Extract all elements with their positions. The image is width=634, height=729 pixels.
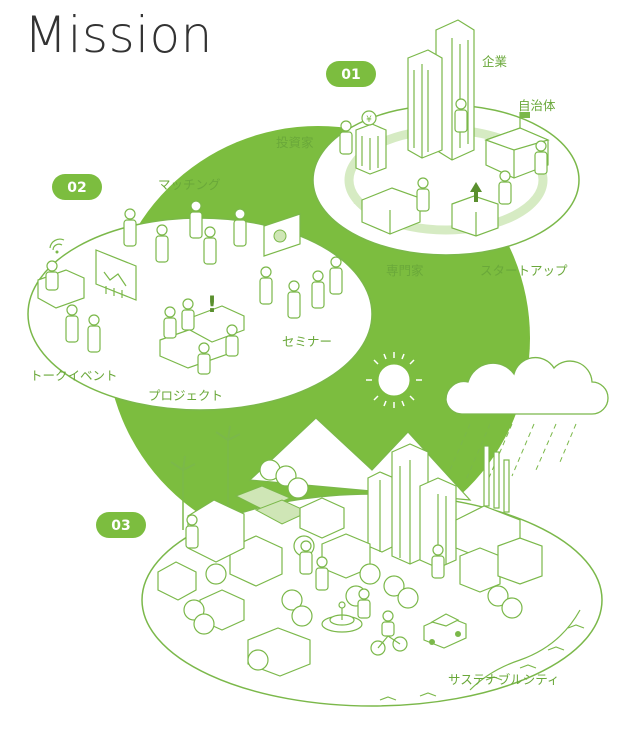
- bicycle-icon: [370, 610, 408, 656]
- label-kigyo: 企業: [482, 54, 508, 69]
- label-startup: スタートアップ: [480, 263, 568, 278]
- car-icon: [423, 613, 467, 649]
- label-jichitai: 自治体: [518, 98, 556, 113]
- wind-turbine-icon: [170, 425, 241, 530]
- office-tower-icon: [407, 19, 475, 161]
- sun-icon: [366, 352, 422, 408]
- skyscraper-icon: [367, 443, 457, 569]
- label-project: プロジェクト: [148, 388, 223, 403]
- startup-box-icon: [451, 182, 499, 237]
- badge-03-text: 03: [111, 518, 130, 534]
- up-arrow-icon: [470, 182, 482, 202]
- cloud-rain-icon: [445, 356, 609, 481]
- badge-01-text: 01: [341, 67, 360, 83]
- badge-01: [326, 61, 376, 87]
- badge-02: [52, 174, 102, 200]
- fountain-icon: [321, 601, 363, 633]
- yen-icon: ¥: [366, 115, 372, 125]
- page-title: Mission: [24, 6, 213, 64]
- label-matching: マッチング: [158, 177, 221, 192]
- badge-02-text: 02: [67, 180, 86, 196]
- tree-icon: [183, 459, 523, 671]
- wifi-icon: [49, 238, 65, 254]
- label-seminar: セミナー: [282, 334, 332, 349]
- badge-03: [96, 512, 146, 538]
- label-talk-event: トークイベント: [30, 368, 118, 383]
- presentation-board-icon: [95, 249, 137, 301]
- building-icon: [361, 187, 421, 235]
- label-senmonka: 専門家: [386, 263, 424, 278]
- exclamation-icon: !: [207, 293, 217, 318]
- label-toshika: 投資家: [276, 135, 314, 150]
- island-03: 03 サステナブルシティ: [96, 417, 603, 707]
- label-sustainable-city: サステナブルシティ: [448, 672, 560, 687]
- bank-icon: ¥: [355, 110, 387, 175]
- island-01: ¥ 01 企業 自治体 投資家 専門家 スタートアップ: [276, 19, 580, 278]
- island-02: ! 02 マッチング セミナー トークイベント プロジェクト: [27, 174, 373, 411]
- seminar-screen-icon: [263, 213, 301, 257]
- city-hall-icon: [484, 112, 550, 179]
